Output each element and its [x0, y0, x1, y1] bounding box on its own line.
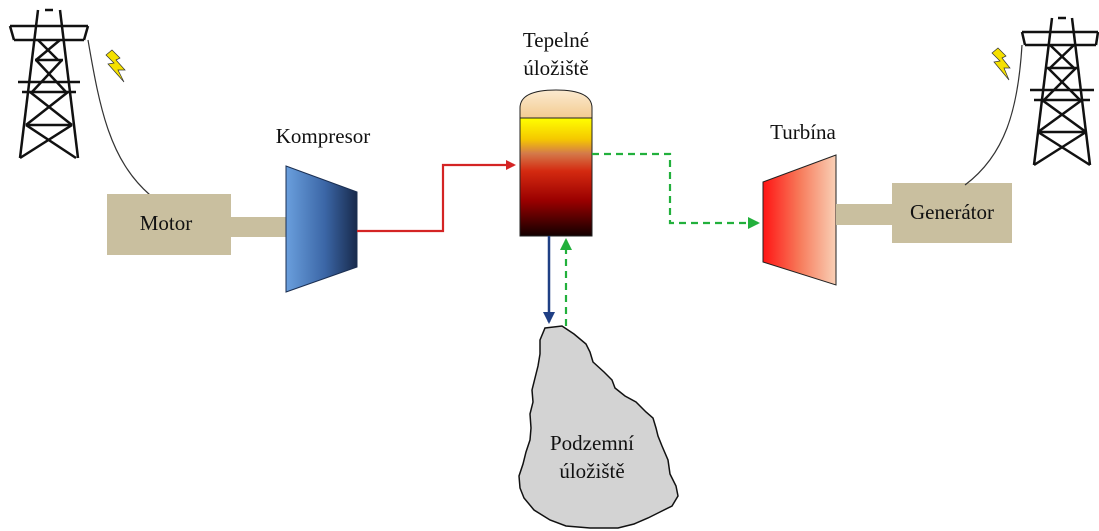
- hot-air-flow-line: [357, 160, 516, 233]
- turbine-shape: [762, 154, 837, 286]
- motor-box: [107, 194, 231, 255]
- thermal-storage-tank: [519, 89, 593, 237]
- heated-air-flow-line: [592, 152, 760, 229]
- compressor-label: Kompresor: [276, 124, 370, 148]
- thermal-storage-label-line2: úložiště: [523, 56, 588, 80]
- left-lightning-bolt-icon: [105, 49, 126, 83]
- motor-label: Motor: [140, 211, 193, 235]
- generator-label: Generátor: [910, 200, 994, 224]
- turbine-label: Turbína: [770, 120, 836, 144]
- left-power-cable: [87, 39, 151, 196]
- generator-shaft: [836, 204, 892, 225]
- underground-storage-label-line2: úložiště: [559, 459, 624, 483]
- generator-box: [892, 183, 1012, 243]
- underground-storage-rock: [518, 325, 679, 529]
- motor-shaft: [231, 217, 286, 237]
- right-lightning-bolt-icon: [991, 47, 1011, 81]
- left-power-pylon-icon: [8, 8, 90, 160]
- right-power-pylon-icon: [1020, 16, 1099, 167]
- compressor-shape: [285, 165, 358, 293]
- right-power-cable: [964, 44, 1023, 186]
- thermal-storage-label-line1: Tepelné: [523, 28, 589, 52]
- underground-storage-label-line1: Podzemní: [550, 431, 634, 455]
